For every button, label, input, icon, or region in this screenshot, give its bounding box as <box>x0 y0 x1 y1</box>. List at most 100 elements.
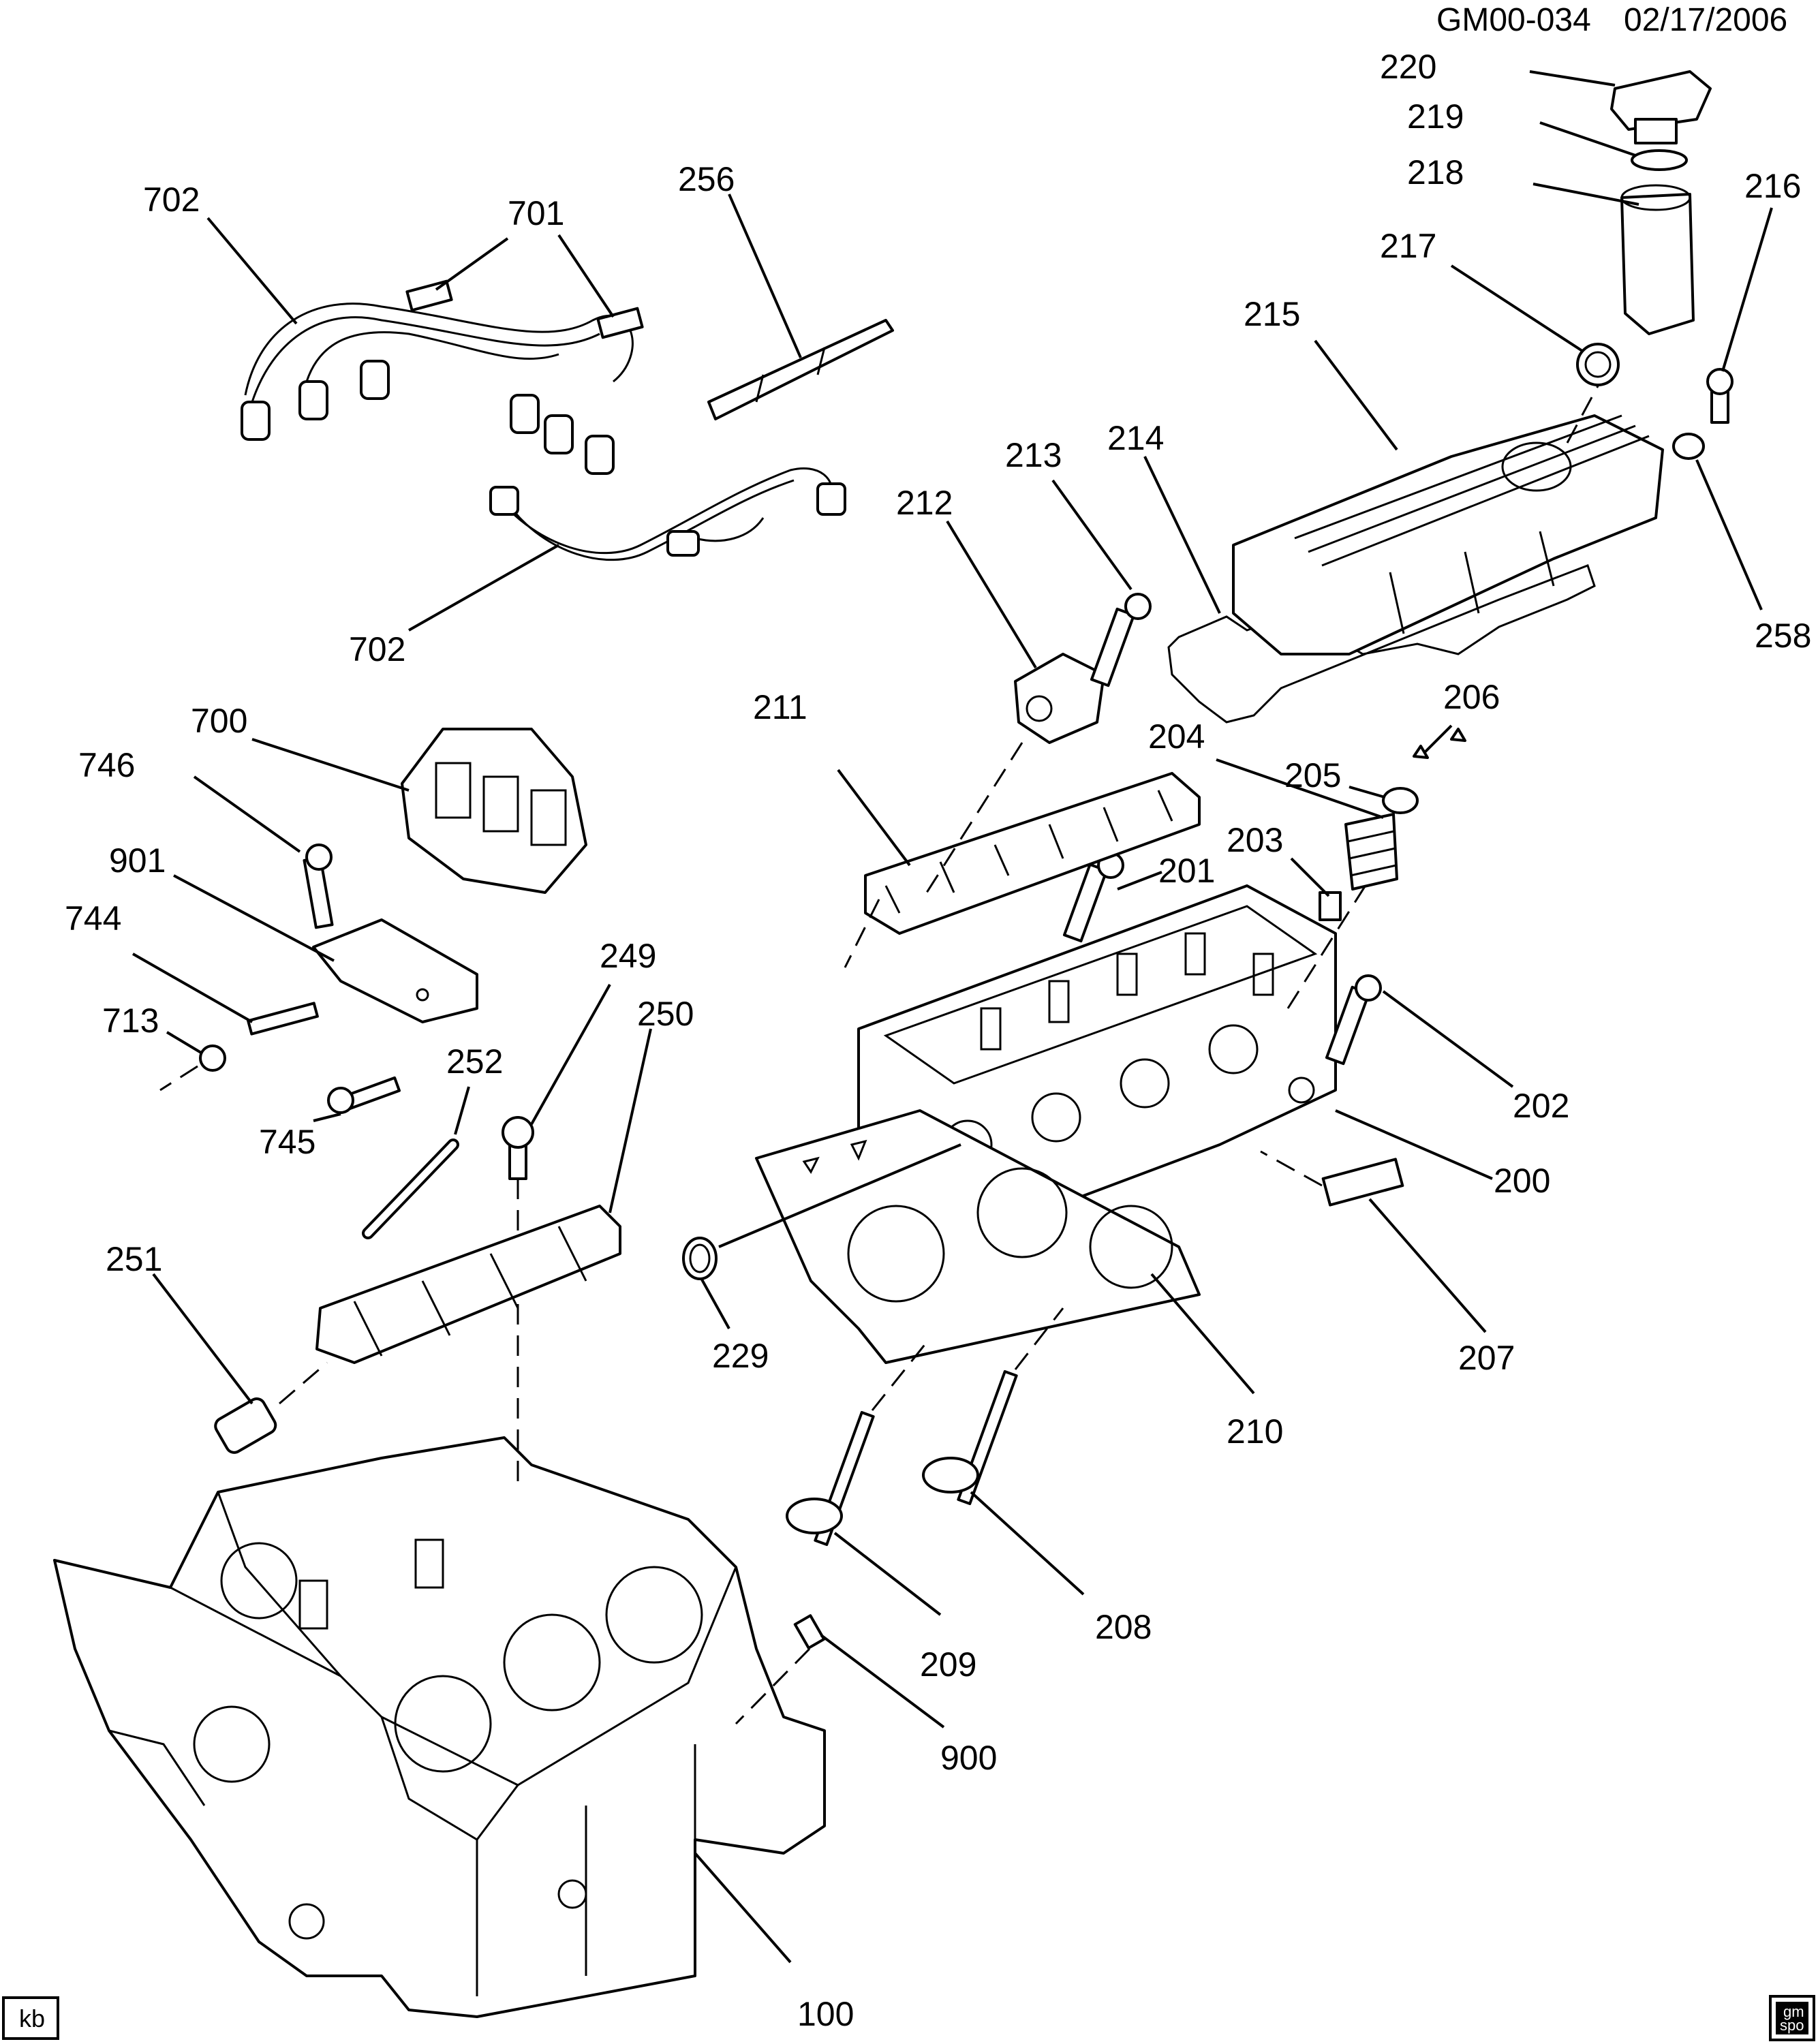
rocker-arm-212 <box>925 653 1105 893</box>
bolt-213 <box>1090 593 1152 687</box>
seal-217 <box>1576 343 1620 386</box>
valve-208 <box>922 1307 1064 1506</box>
callout-258: 258 <box>1755 617 1811 655</box>
callout-744: 744 <box>65 899 121 938</box>
leader-256 <box>728 193 802 358</box>
author-mark: kb <box>2 1996 59 2040</box>
callout-900: 900 <box>940 1739 997 1777</box>
callout-713: 713 <box>102 1002 159 1040</box>
valve-seal-203 <box>1319 891 1342 921</box>
leader-206 <box>1423 724 1453 754</box>
leader-702a <box>206 217 298 325</box>
callout-200: 200 <box>1494 1162 1550 1200</box>
leader-746 <box>193 775 301 853</box>
leader-211 <box>837 769 911 867</box>
leader-700 <box>251 738 410 792</box>
leader-209 <box>833 1532 942 1616</box>
oil-filler-cap-220 <box>1610 70 1712 144</box>
diagram-date: 02/17/2006 <box>1624 2 1787 38</box>
leader-701a <box>435 237 509 291</box>
leader-212 <box>946 520 1037 669</box>
leader-203 <box>1290 857 1330 897</box>
callout-256: 256 <box>678 160 735 198</box>
leader-251 <box>152 1273 253 1405</box>
callout-207: 207 <box>1458 1339 1515 1377</box>
callout-701: 701 <box>508 194 564 232</box>
callout-210: 210 <box>1227 1412 1283 1451</box>
leader-215 <box>1314 339 1398 451</box>
harness-702-upper <box>241 303 634 475</box>
bolt-745 <box>327 1076 401 1114</box>
valve-spring-204 <box>1344 813 1398 891</box>
callout-208: 208 <box>1095 1608 1152 1646</box>
callout-252: 252 <box>446 1042 503 1081</box>
callout-204: 204 <box>1148 717 1205 756</box>
leader-208 <box>970 1491 1085 1596</box>
leader-220 <box>1529 70 1616 87</box>
callout-215: 215 <box>1244 295 1300 333</box>
callout-702-lower: 702 <box>349 630 405 668</box>
callout-700: 700 <box>191 702 247 740</box>
leader-900 <box>820 1634 945 1729</box>
leader-100 <box>694 1852 792 1964</box>
leader-210 <box>1150 1273 1255 1395</box>
leader-713 <box>166 1031 202 1054</box>
leader-217 <box>1450 264 1584 352</box>
leader-214 <box>1143 456 1221 614</box>
leader-745 <box>313 1113 341 1122</box>
gm-spo-logo: gm spo <box>1769 1995 1815 2041</box>
callout-211: 211 <box>753 688 807 726</box>
leader-744 <box>132 953 253 1023</box>
author-initials: kb <box>19 2004 45 2032</box>
seal-229 <box>682 1143 961 1280</box>
leader-252 <box>454 1086 470 1135</box>
leader-213 <box>1051 479 1133 591</box>
nut-713 <box>159 1044 226 1091</box>
callout-220: 220 <box>1380 48 1436 86</box>
o-ring-219 <box>1631 149 1688 171</box>
filler-tube-218 <box>1620 184 1695 335</box>
head-gasket-210 <box>755 1109 1201 1364</box>
valve-cover-215 <box>1232 354 1664 655</box>
callout-214: 214 <box>1107 419 1164 457</box>
lifter-251 <box>214 1361 328 1454</box>
leader-218 <box>1532 183 1639 206</box>
callout-219: 219 <box>1407 97 1464 136</box>
callout-205: 205 <box>1284 756 1341 794</box>
callout-746: 746 <box>78 746 135 784</box>
plug-900 <box>735 1614 826 1725</box>
retainer-205 <box>1382 787 1419 814</box>
lifter-guide-250 <box>315 1205 621 1364</box>
leader-202 <box>1382 990 1514 1088</box>
leader-229 <box>700 1279 730 1329</box>
leader-250 <box>608 1028 652 1213</box>
stud-744 <box>247 1002 319 1036</box>
callout-249: 249 <box>600 937 656 975</box>
callout-202: 202 <box>1513 1087 1569 1125</box>
leader-249 <box>530 984 611 1125</box>
callout-218: 218 <box>1407 153 1464 191</box>
harness-702-lower <box>489 467 846 561</box>
leader-219 <box>1539 121 1636 157</box>
leader-258 <box>1695 459 1763 610</box>
callout-216: 216 <box>1744 167 1801 205</box>
leader-204 <box>1216 758 1384 819</box>
bolt-202 <box>1325 974 1382 1066</box>
logo-text-spo: spo <box>1780 2017 1804 2034</box>
callout-901: 901 <box>109 841 166 880</box>
leader-200 <box>1335 1109 1493 1180</box>
rocker-support-211 <box>844 772 1201 968</box>
callout-229: 229 <box>712 1337 769 1375</box>
callout-251: 251 <box>106 1240 162 1278</box>
leader-207 <box>1368 1198 1487 1333</box>
ignition-module-700 <box>401 728 587 894</box>
grommet-258 <box>1672 433 1705 460</box>
callout-201: 201 <box>1158 852 1215 890</box>
callout-250: 250 <box>637 995 694 1033</box>
heat-shield-256 <box>707 319 894 420</box>
callout-213: 213 <box>1005 436 1062 474</box>
callout-203: 203 <box>1227 821 1283 859</box>
bolt-216 <box>1706 368 1734 424</box>
valve-keys-206 <box>1413 728 1466 759</box>
callout-702-upper: 702 <box>143 181 200 219</box>
